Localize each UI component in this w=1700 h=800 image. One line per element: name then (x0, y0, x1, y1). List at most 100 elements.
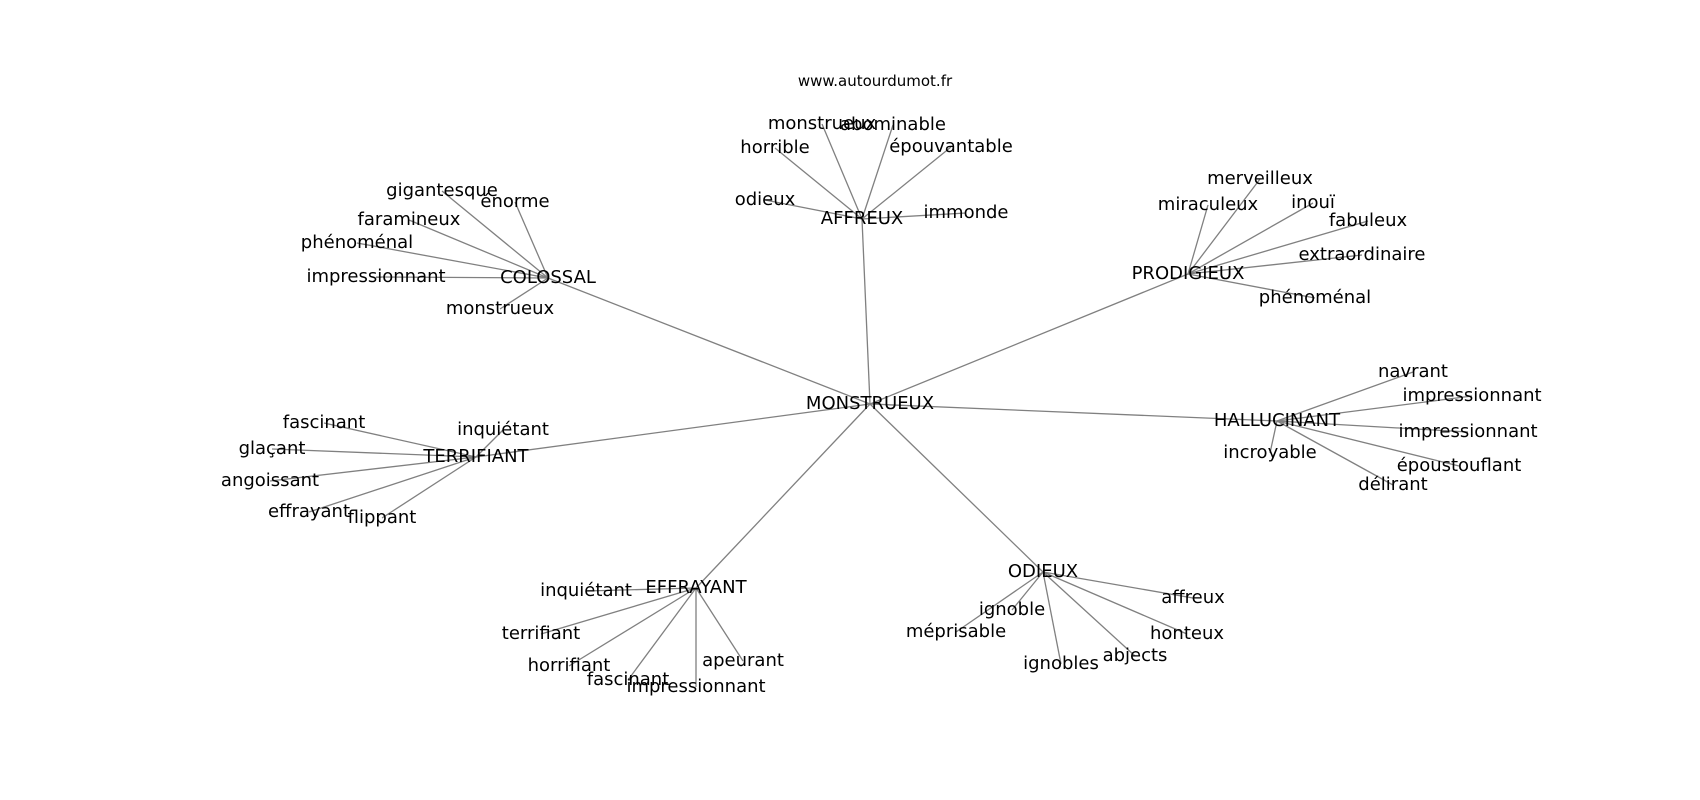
edge-affreux-odieux (764, 199, 863, 220)
word-node-epouvantable: épouvantable (889, 136, 1013, 157)
edge-odieux-honteux (1042, 571, 1188, 635)
edge-terrifiant-inquietant (475, 429, 504, 458)
word-node-affreux: affreux (1161, 587, 1225, 608)
cluster-node-hallucinant: HALLUCINANT (1213, 410, 1341, 431)
edge-affreux-monstrueux (821, 123, 863, 220)
word-node-phenomenal: phénoménal (300, 232, 414, 253)
edge-root-terrifiant (475, 403, 871, 458)
edge-colossal-faramineux (408, 219, 549, 279)
edge-affreux-epouvantable (861, 146, 952, 220)
edge-terrifiant-glacant (271, 448, 477, 458)
word-node-fabuleux: fabuleux (1328, 210, 1408, 231)
edge-odieux-affreux (1042, 571, 1194, 599)
word-node-apeurant: apeurant (702, 650, 784, 671)
word-node-inquietant: inquiétant (540, 580, 632, 601)
word-node-merveilleux: merveilleux (1207, 168, 1313, 189)
word-node-immonde: immonde (923, 202, 1009, 223)
edge-root-hallucinant (869, 403, 1278, 422)
word-node-meprisable: méprisable (905, 621, 1007, 642)
word-node-abjects: abjects (1102, 645, 1168, 666)
cluster-node-odieux: ODIEUX (1007, 561, 1079, 582)
edge-odieux-ignoble (1011, 571, 1044, 611)
word-node-glacant: glaçant (238, 438, 306, 459)
word-node-horrible: horrible (740, 137, 810, 158)
edge-hallucinant-delirant (1276, 420, 1394, 486)
cluster-node-affreux: AFFREUX (820, 208, 904, 229)
word-node-impressionnant: impressionnant (1402, 385, 1542, 406)
word-node-angoissant: angoissant (220, 470, 320, 491)
edge-odieux-ignobles (1042, 571, 1062, 665)
edge-hallucinant-navrant (1276, 371, 1414, 422)
word-node-horrifiant: horrifiant (527, 655, 611, 676)
edge-effrayant-fascinant (627, 587, 697, 681)
edge-root-effrayant (695, 403, 871, 589)
edge-hallucinant-impressionnant (1276, 395, 1473, 422)
word-node-effrayant: effrayant (267, 501, 351, 522)
edge-prodigieux-phenomenal (1187, 273, 1316, 299)
edge-root-colossal (547, 277, 871, 405)
edge-affreux-horrible (774, 147, 863, 220)
word-node-terrifiant: terrifiant (501, 623, 581, 644)
word-node-honteux: honteux (1149, 623, 1225, 644)
word-node-delirant: délirant (1358, 474, 1428, 495)
edge-terrifiant-effrayant (308, 456, 477, 513)
edge-colossal-monstrueux (499, 277, 549, 310)
word-node-monstrueux: monstrueux (445, 298, 555, 319)
edge-prodigieux-miraculeux (1187, 204, 1209, 275)
word-node-phenomenal: phénoménal (1258, 287, 1372, 308)
edge-prodigieux-fabuleux (1187, 220, 1369, 275)
edge-colossal-gigantesque (441, 190, 549, 279)
word-node-ignobles: ignobles (1023, 653, 1099, 674)
edge-colossal-enorme (514, 201, 549, 279)
edge-terrifiant-angoissant (269, 456, 477, 482)
word-node-inquietant: inquiétant (457, 419, 549, 440)
edge-effrayant-horrifiant (568, 587, 697, 667)
cluster-node-prodigieux: PRODIGIEUX (1131, 263, 1245, 284)
word-node-impressionnant: impressionnant (306, 266, 446, 287)
word-node-ignoble: ignoble (978, 599, 1046, 620)
edge-root-prodigieux (869, 273, 1189, 405)
edge-root-odieux (869, 403, 1044, 573)
word-node-incroyable: incroyable (1223, 442, 1317, 463)
edge-hallucinant-impressionnant (1276, 420, 1469, 433)
edge-colossal-impressionnant (375, 276, 549, 279)
word-node-flippant: flippant (347, 507, 417, 528)
edge-root-affreux (861, 218, 871, 405)
word-node-monstrueux: monstrueux (767, 113, 877, 134)
edge-prodigieux-merveilleux (1187, 178, 1261, 275)
word-node-abominable: abominable (840, 114, 946, 135)
word-node-extraordinaire: extraordinaire (1298, 244, 1426, 265)
word-node-gigantesque: gigantesque (386, 180, 498, 201)
edge-colossal-phenomenal (356, 242, 549, 279)
root-word-node: MONSTRUEUX (805, 393, 935, 414)
edge-odieux-meprisable (955, 571, 1044, 633)
word-node-fascinant: fascinant (586, 669, 670, 690)
word-node-fascinant: fascinant (282, 412, 366, 433)
edge-terrifiant-flippant (381, 456, 477, 519)
word-node-faramineux: faramineux (357, 209, 461, 230)
cluster-node-terrifiant: TERRIFIANT (423, 446, 529, 467)
edge-prodigieux-extraordinaire (1187, 254, 1363, 275)
edge-affreux-immonde (861, 212, 967, 220)
edge-effrayant-inquietant (585, 587, 697, 592)
word-node-enorme: énorme (480, 191, 550, 212)
edge-prodigieux-inoui (1187, 202, 1314, 275)
word-node-odieux: odieux (734, 189, 796, 210)
cluster-node-effrayant: EFFRAYANT (645, 577, 747, 598)
edge-hallucinant-epoustouflant (1276, 420, 1460, 467)
word-node-inoui: inouï (1291, 192, 1335, 213)
word-node-impressionnant: impressionnant (626, 676, 766, 697)
word-node-epoustouflant: époustouflant (1396, 455, 1522, 476)
edge-affreux-abominable (861, 124, 894, 220)
edge-effrayant-apeurant (695, 587, 744, 662)
edge-terrifiant-fascinant (323, 422, 477, 458)
word-node-miraculeux: miraculeux (1157, 194, 1259, 215)
edge-effrayant-terrifiant (540, 587, 697, 635)
edge-hallucinant-incroyable (1269, 420, 1278, 454)
word-node-navrant: navrant (1378, 361, 1448, 382)
cluster-node-colossal: COLOSSAL (500, 267, 596, 288)
edge-odieux-abjects (1042, 571, 1136, 657)
word-node-impressionnant: impressionnant (1398, 421, 1538, 442)
